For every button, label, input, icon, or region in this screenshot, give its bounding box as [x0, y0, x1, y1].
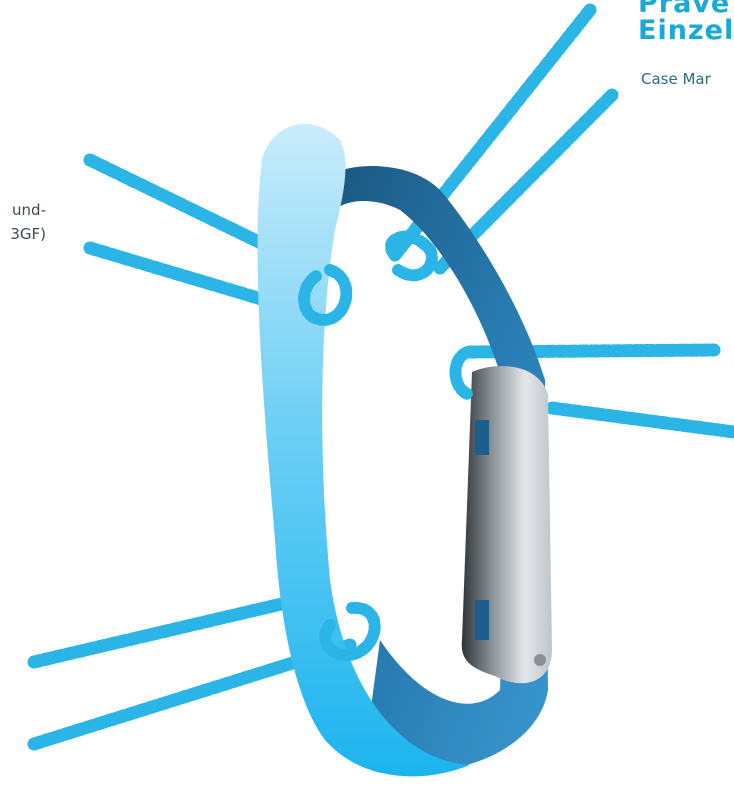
side-caption-line-1: und- [0, 198, 46, 222]
gate-icon [462, 366, 552, 683]
rope-icon [34, 10, 734, 744]
side-caption-line-2: 3GF) [0, 222, 46, 246]
page-heading: Prave Einzel [638, 0, 734, 44]
subtitle: Case Mar [641, 70, 711, 88]
side-caption: und- 3GF) [0, 198, 46, 246]
heading-line-2: Einzel [638, 17, 734, 44]
